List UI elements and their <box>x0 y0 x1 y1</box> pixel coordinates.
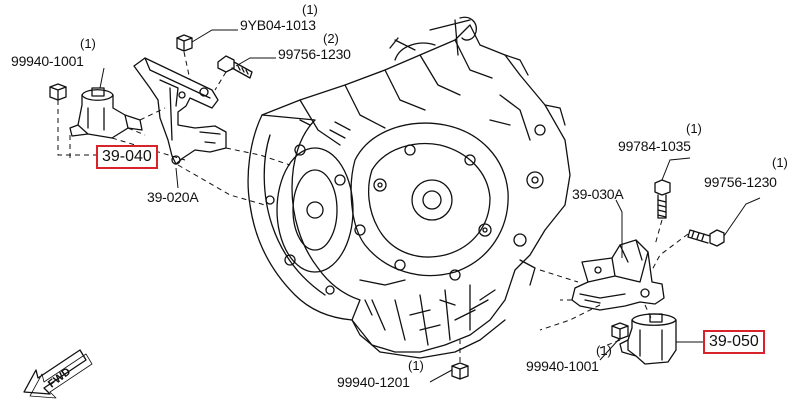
right-bracket-part-number: 39-030A <box>572 186 624 202</box>
top-bolt-icon <box>217 55 253 79</box>
right-mount-part-number: 39-050 <box>703 330 765 354</box>
right-nut-part-number: 99940-1001 <box>526 358 599 374</box>
assembly-dashed-lines <box>57 51 689 362</box>
top-nut-qty: (1) <box>302 2 318 17</box>
engine-transmission-icon <box>247 16 571 359</box>
right-mount-nut-icon <box>611 322 629 340</box>
left-mount-part-number: 39-040 <box>96 145 158 169</box>
right-bolt-b-qty: (1) <box>772 155 788 170</box>
top-bolt-qty: (2) <box>323 31 339 46</box>
bottom-nut-qty: (1) <box>408 358 424 373</box>
right-bolt-b-part-number: 99756-1230 <box>704 174 777 190</box>
top-nut-icon <box>176 34 193 52</box>
left-nut-qty: (1) <box>80 36 96 51</box>
fwd-arrow-icon <box>23 349 93 399</box>
left-mount-nut-icon <box>49 83 67 101</box>
right-bolt-vertical-icon <box>654 179 671 219</box>
bottom-nut-part-number: 99940-1201 <box>337 374 410 390</box>
bottom-nut-icon <box>451 362 469 380</box>
right-bolt-horizontal-icon <box>687 229 725 247</box>
left-bracket-icon <box>133 57 227 165</box>
left-engine-mount-icon <box>69 87 143 139</box>
right-engine-mount-icon <box>619 313 677 365</box>
leader-lines <box>99 29 761 383</box>
right-bracket-icon <box>571 239 665 311</box>
right-bolt-a-qty: (1) <box>686 121 702 136</box>
top-nut-part-number: 9YB04-1013 <box>240 17 316 33</box>
left-bracket-part-number: 39-020A <box>147 189 199 205</box>
left-nut-part-number: 99940-1001 <box>11 53 84 69</box>
top-bolt-part-number: 99756-1230 <box>278 46 351 62</box>
right-bolt-a-part-number: 99784-1035 <box>618 138 691 154</box>
right-nut-qty: (1) <box>596 343 612 358</box>
